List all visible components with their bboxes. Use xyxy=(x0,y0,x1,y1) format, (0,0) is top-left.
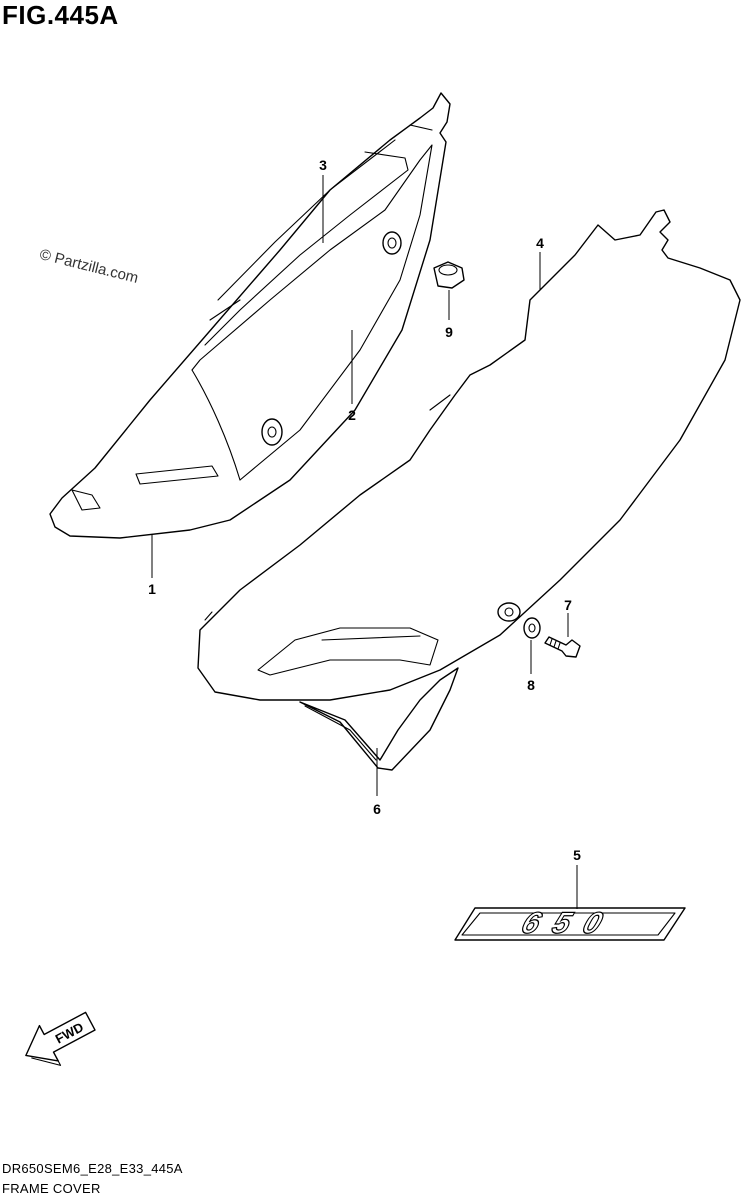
part-9-grommet[interactable] xyxy=(433,261,465,289)
callout-6[interactable]: 6 xyxy=(373,801,381,817)
figure-title: FIG.445A xyxy=(2,0,119,30)
part-7-bolt[interactable] xyxy=(544,636,581,658)
callout-9[interactable]: 9 xyxy=(445,324,453,340)
diagram-code: DR650SEM6_E28_E33_445A xyxy=(2,1161,183,1176)
emblem-text: 650 xyxy=(517,906,621,940)
part-6-lower-cover[interactable] xyxy=(299,667,459,771)
callout-8[interactable]: 8 xyxy=(527,677,535,693)
diagram-name: FRAME COVER xyxy=(2,1181,101,1196)
part-3-trim[interactable] xyxy=(204,139,409,346)
fwd-arrow-icon: FWD xyxy=(25,1011,96,1066)
callout-7[interactable]: 7 xyxy=(564,597,572,613)
leader-lines xyxy=(151,175,578,909)
callout-2[interactable]: 2 xyxy=(348,407,356,423)
part-4-frame-cover-right[interactable] xyxy=(197,209,741,701)
part-2-inner-panel[interactable] xyxy=(191,144,433,481)
part-5-emblem[interactable]: 650 xyxy=(454,905,686,941)
callout-1[interactable]: 1 xyxy=(148,581,156,597)
part-8-washer[interactable] xyxy=(523,617,541,639)
callout-5[interactable]: 5 xyxy=(573,847,581,863)
callout-3[interactable]: 3 xyxy=(319,157,327,173)
callout-4[interactable]: 4 xyxy=(536,235,544,251)
